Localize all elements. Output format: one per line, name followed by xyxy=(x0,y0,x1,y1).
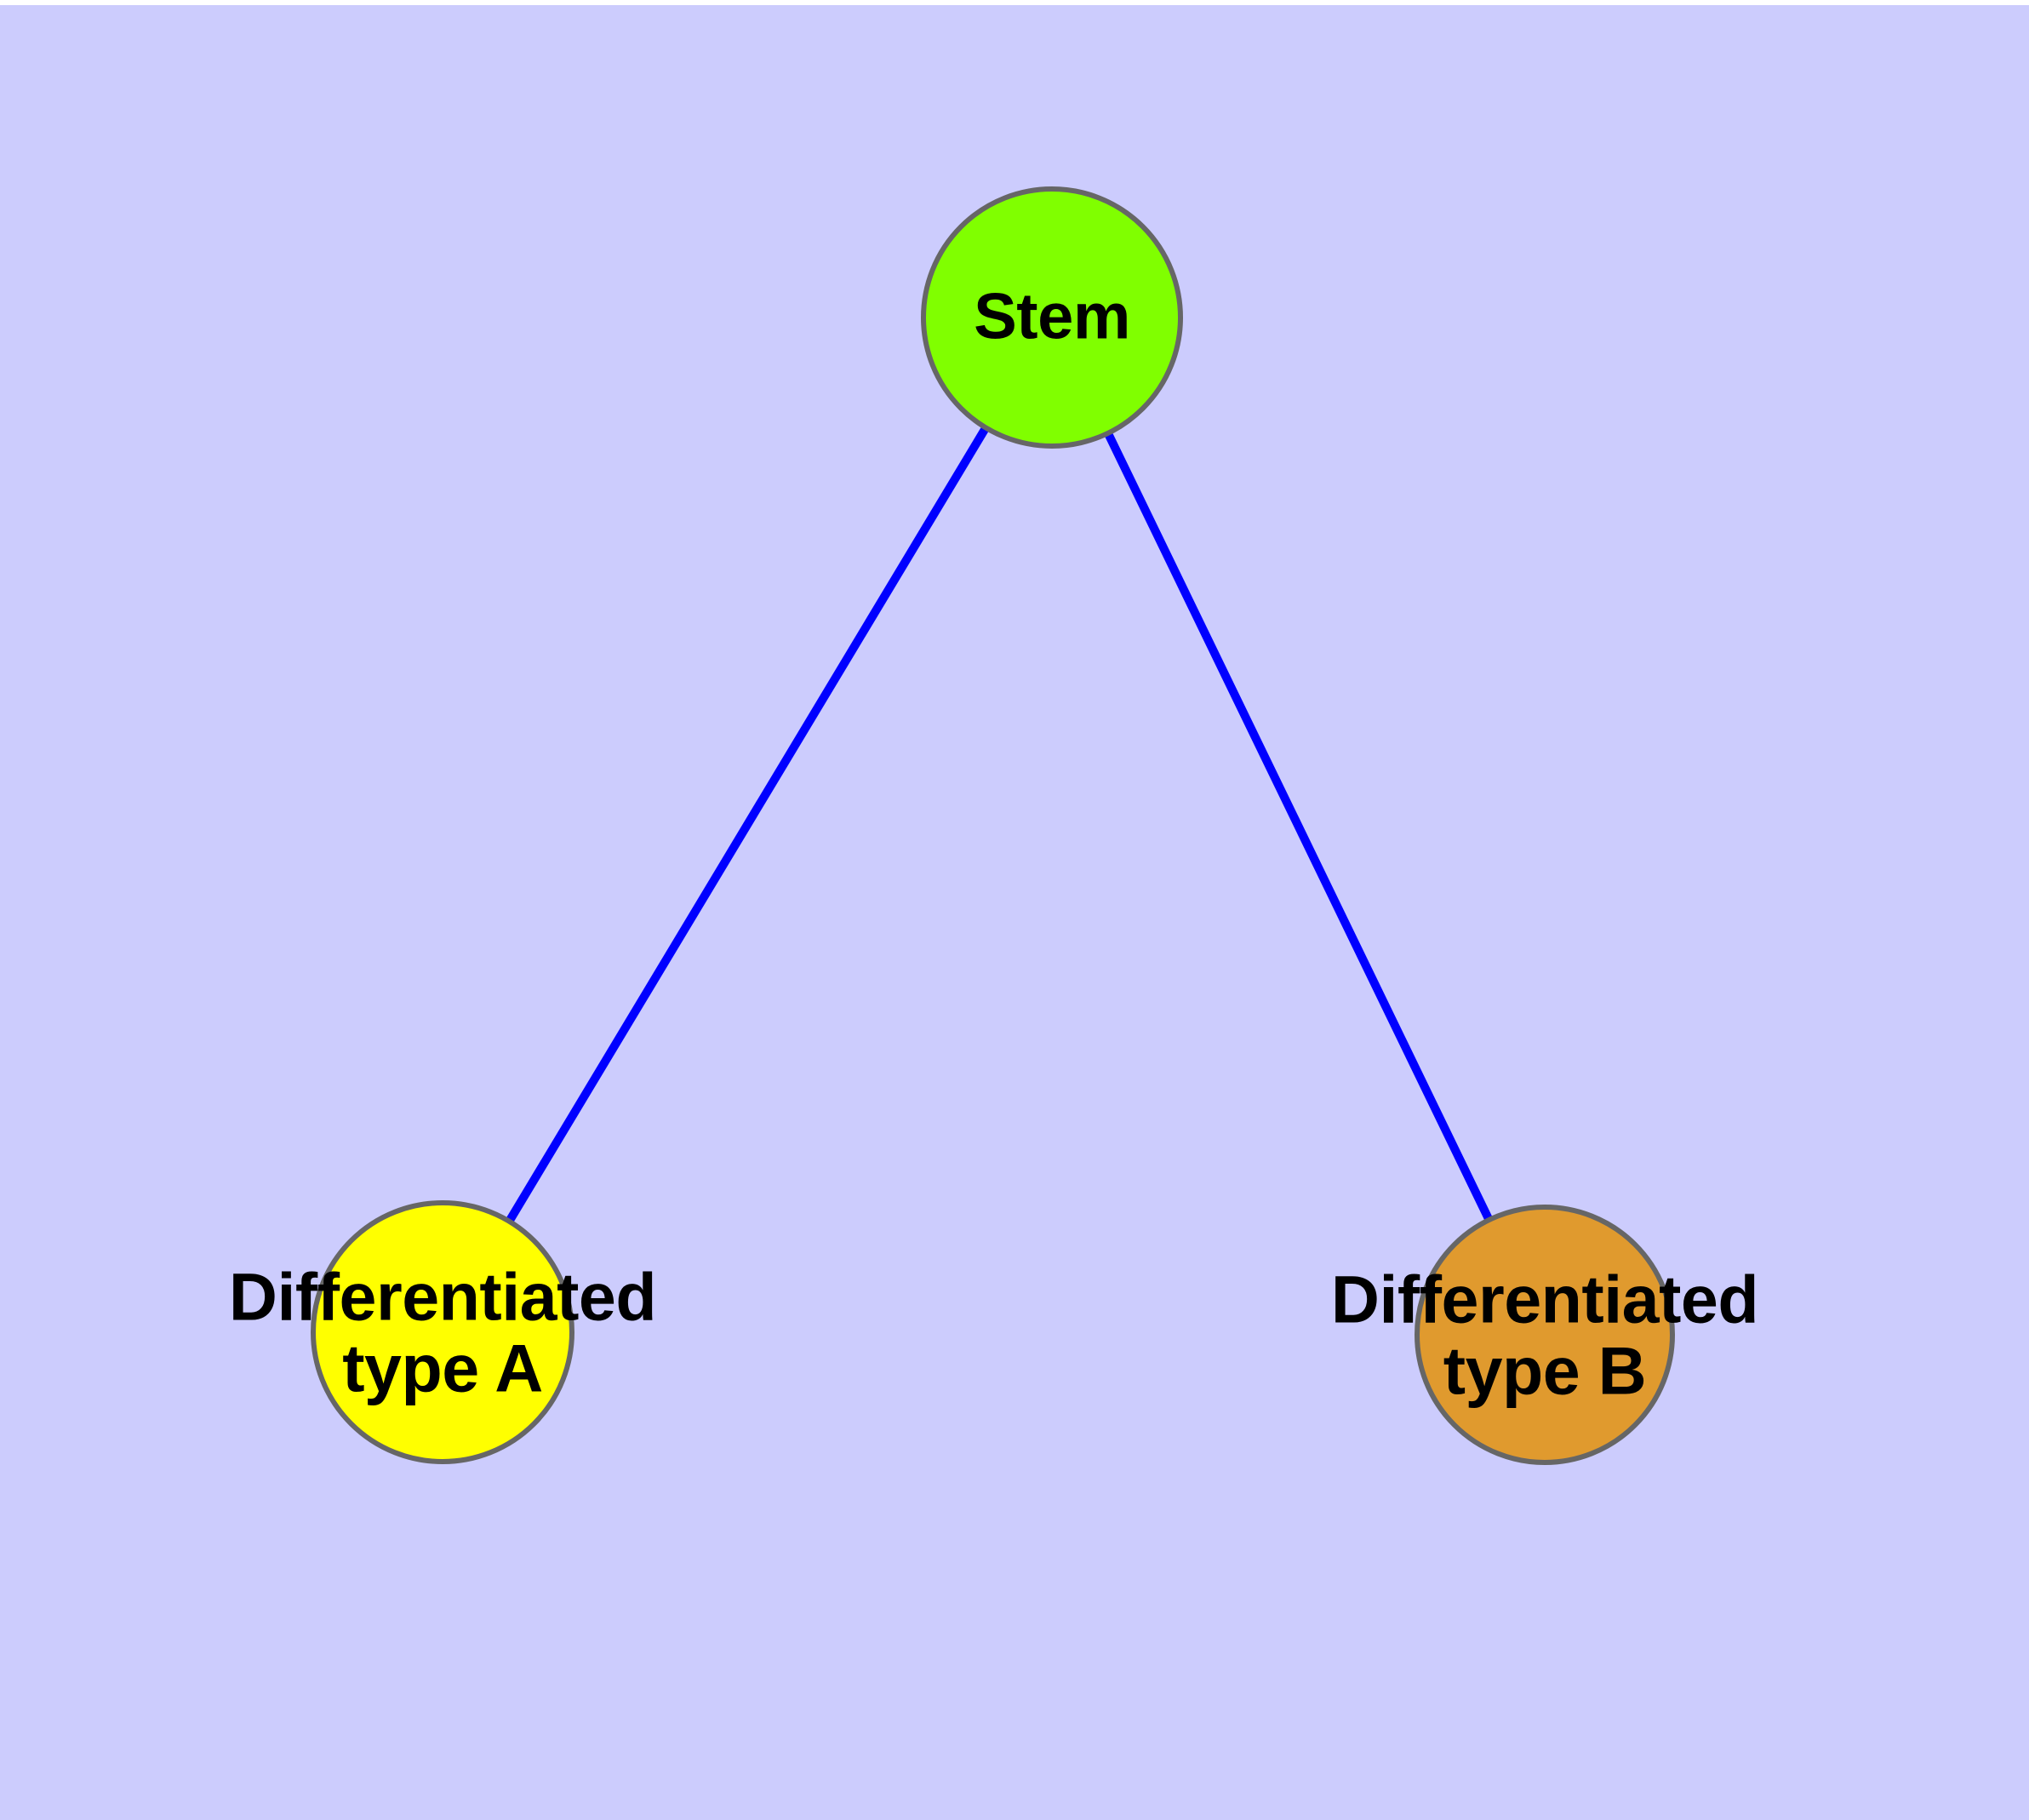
graph-edge xyxy=(503,422,992,1227)
graph-edge xyxy=(1102,428,1495,1225)
edges-group xyxy=(503,422,1495,1227)
graph-node-diff-a[interactable] xyxy=(311,1200,574,1464)
graph-node-diff-b[interactable] xyxy=(1415,1205,1675,1465)
nodes-group xyxy=(311,186,1675,1465)
graph-node-stem[interactable] xyxy=(921,186,1183,449)
